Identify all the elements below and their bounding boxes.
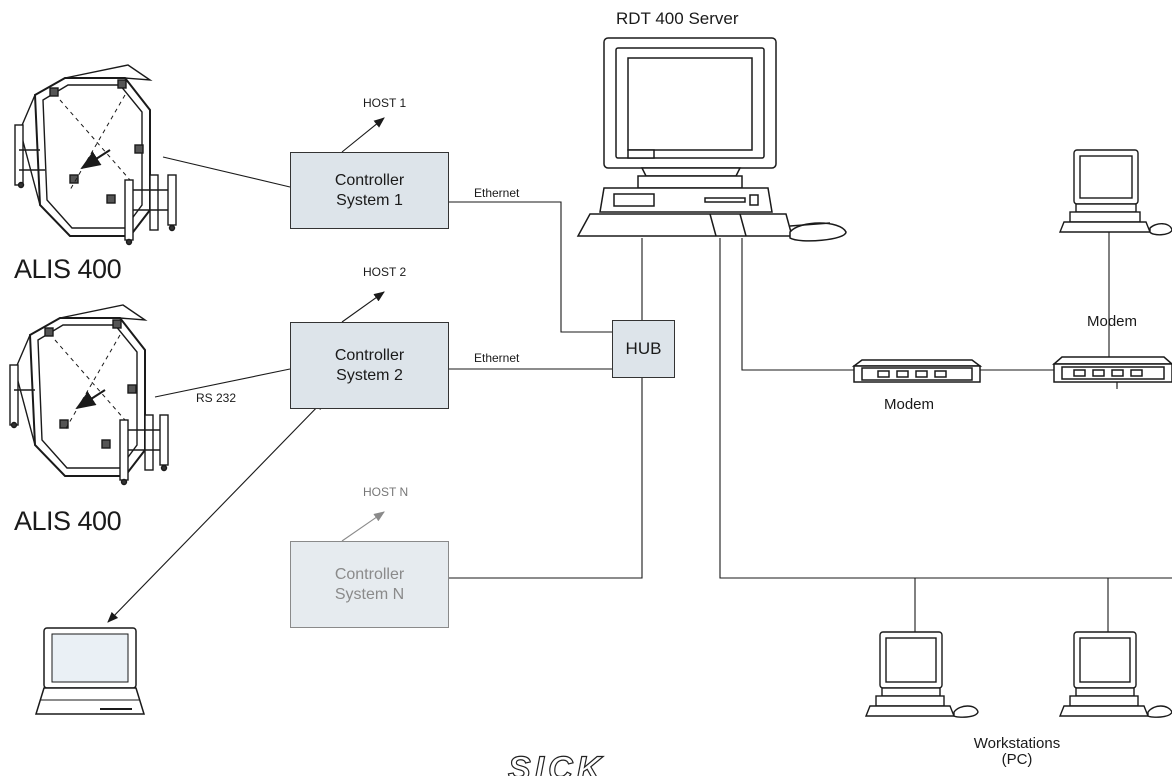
modem-remote-label: Modem	[1087, 313, 1138, 330]
host-n-label: HOST N	[363, 485, 409, 499]
modem-central-icon	[851, 359, 983, 383]
controller-system-1: Controller System 1	[290, 152, 449, 229]
sick-logo: SICK	[507, 750, 606, 776]
alis-scanner-1-icon	[14, 64, 177, 246]
controller-2-line2: System 2	[336, 366, 403, 384]
laptop-icon	[34, 627, 146, 715]
controller-system-n: Controller System N	[290, 541, 449, 628]
workstations-line1: Workstations	[973, 735, 1061, 752]
modem-remote-icon	[1052, 356, 1172, 383]
hub-box: HUB	[612, 320, 675, 378]
ethernet-1-label: Ethernet	[474, 186, 520, 200]
workstations-line2: (PC)	[1001, 750, 1033, 768]
server-title: RDT 400 Server	[616, 9, 739, 28]
controller-1-line1: Controller	[334, 171, 405, 189]
workstation-2-icon	[1058, 631, 1172, 718]
workstations-label: Workstations (PC)	[957, 736, 1077, 768]
server-computer-icon	[576, 37, 847, 242]
workstation-1-icon	[864, 631, 979, 718]
modem-central-label: Modem	[884, 396, 935, 413]
remote-pc-icon	[1058, 149, 1172, 236]
ethernet-2-label: Ethernet	[474, 351, 520, 365]
controller-n-line2: System N	[334, 585, 405, 603]
alis-scanner-2-icon	[9, 304, 169, 486]
controller-system-2: Controller System 2	[290, 322, 449, 409]
controller-1-line2: System 1	[336, 191, 403, 209]
hub-label: HUB	[625, 339, 662, 358]
scanner-2-label: ALIS 400	[14, 506, 122, 536]
rs232-label: RS 232	[196, 391, 237, 405]
controller-2-line1: Controller	[334, 346, 405, 364]
host-1-label: HOST 1	[363, 96, 407, 110]
controller-n-line1: Controller	[334, 565, 405, 583]
host-2-label: HOST 2	[363, 265, 407, 279]
scanner-1-label: ALIS 400	[14, 254, 122, 284]
